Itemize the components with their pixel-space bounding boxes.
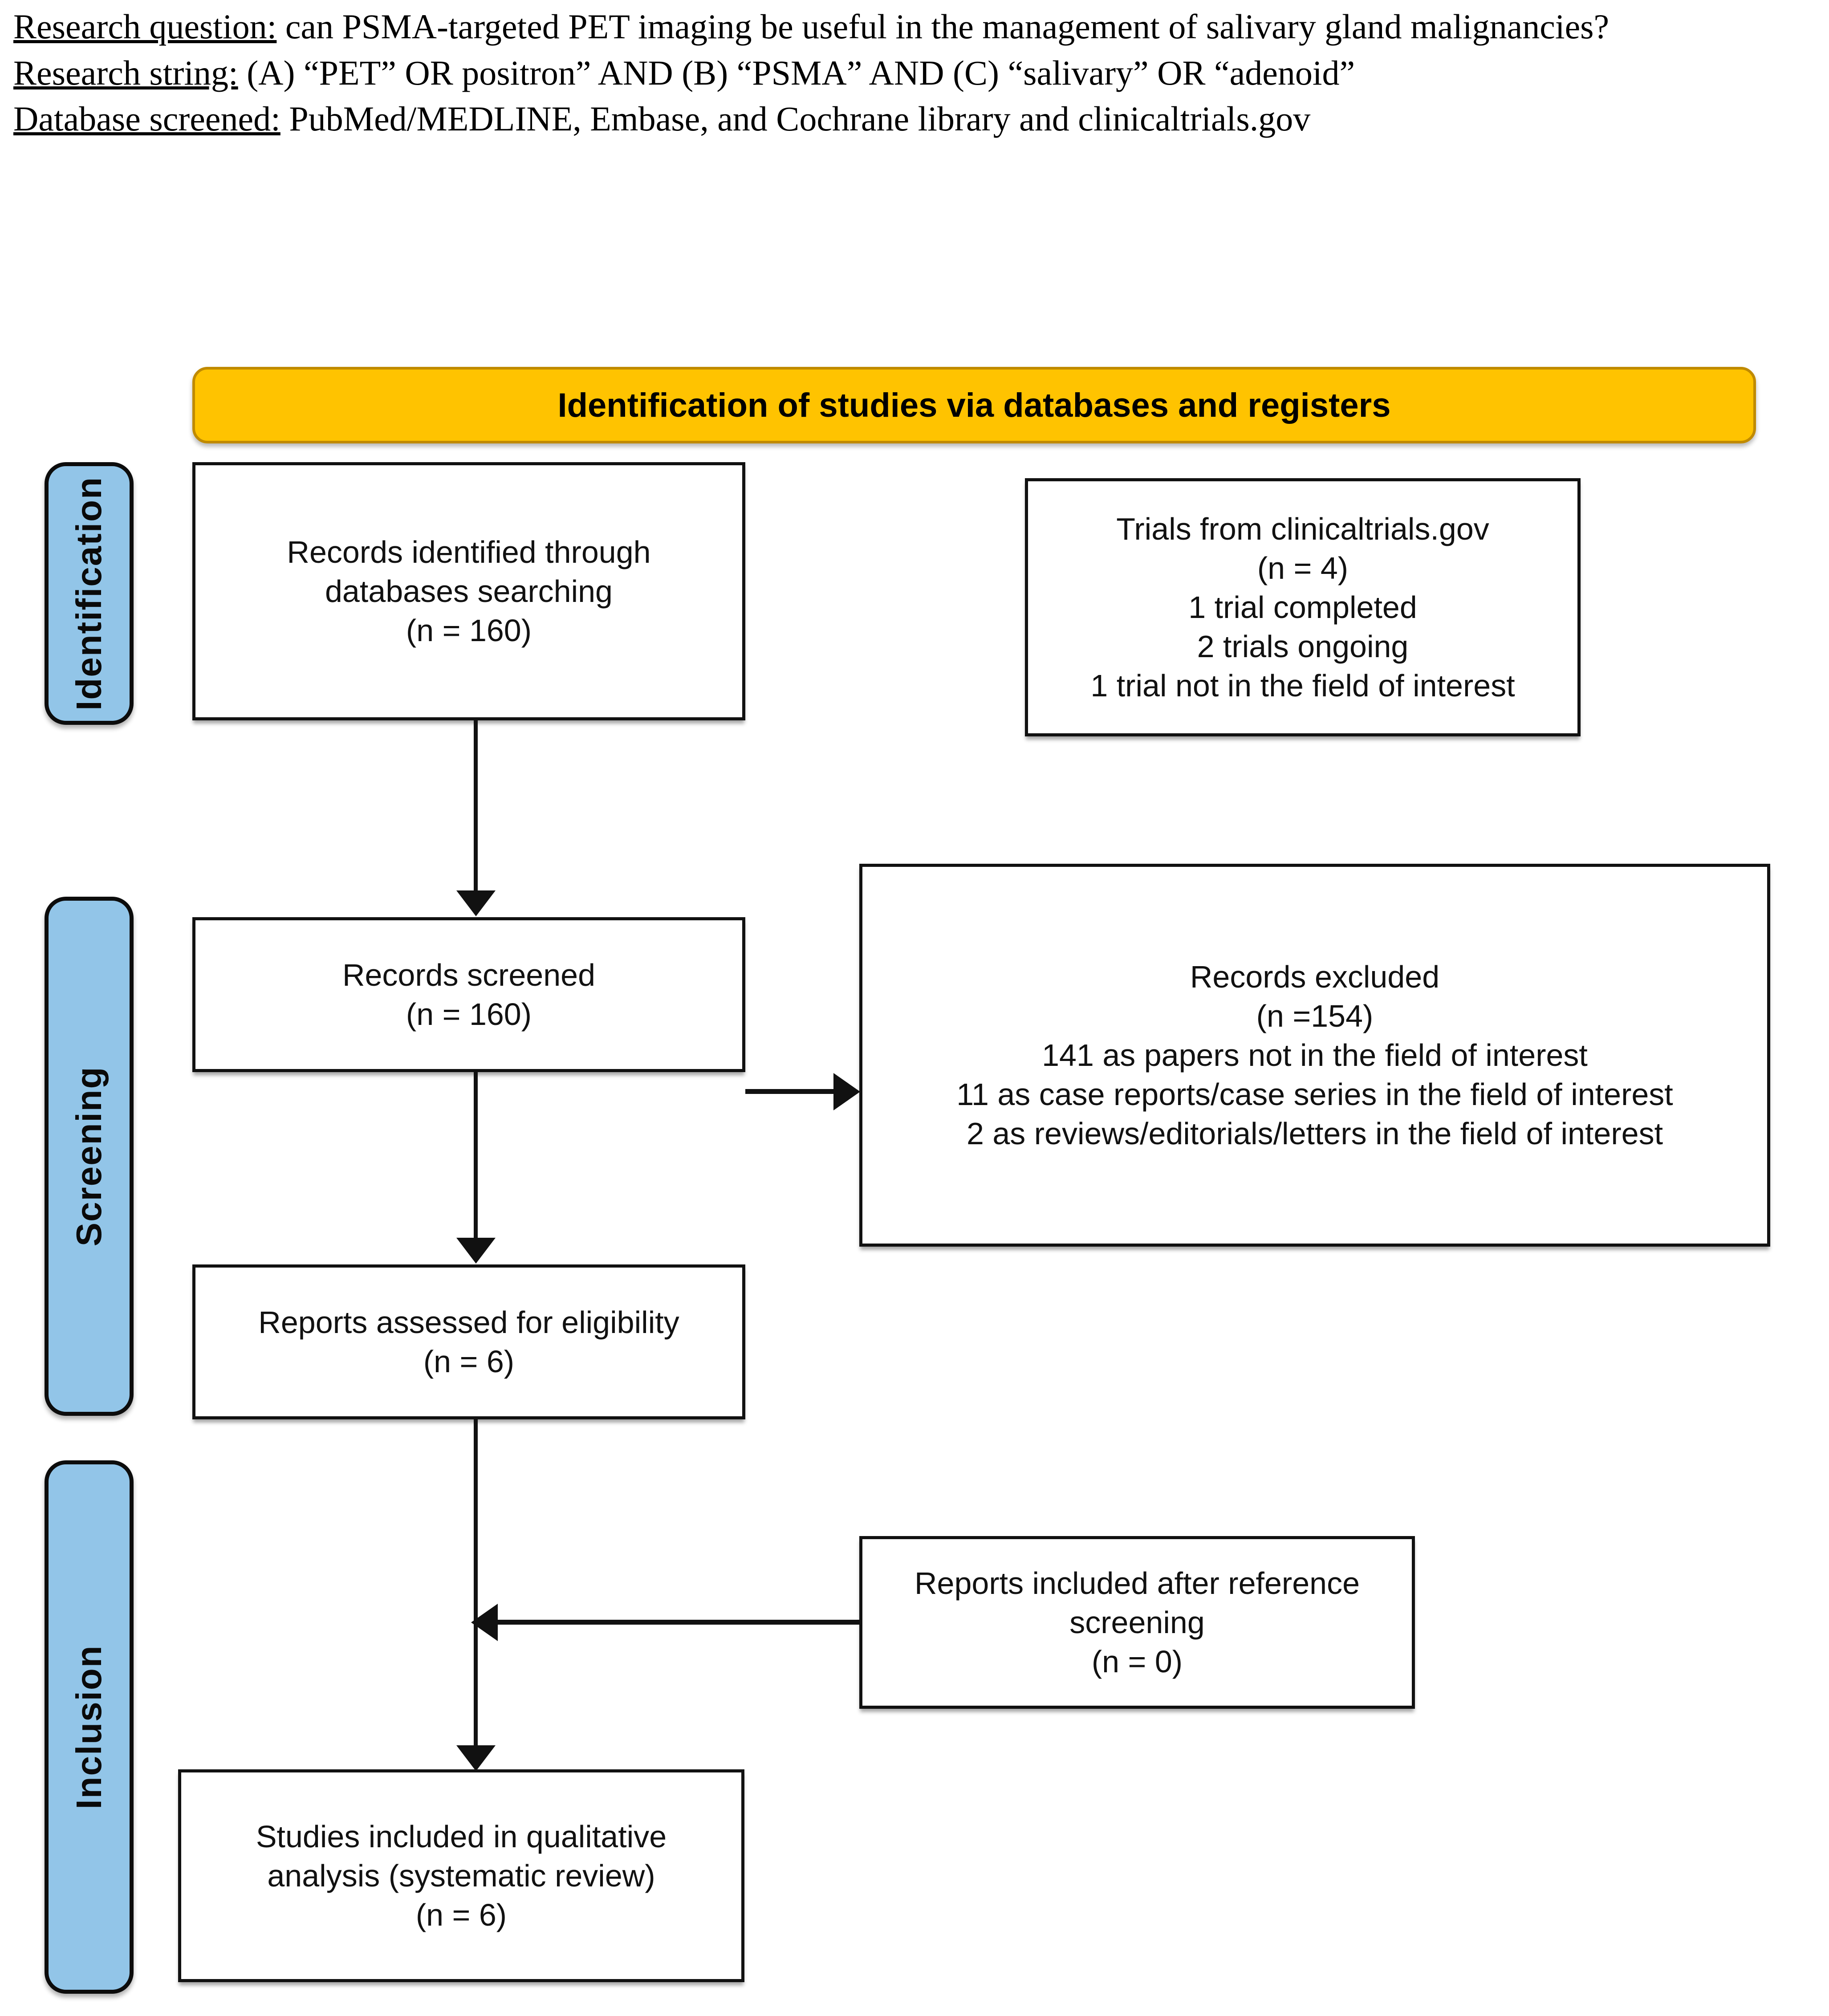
node-reports-assessed: Reports assessed for eligibility (n = 6) <box>192 1264 745 1419</box>
arrow-screened-to-assessed <box>456 1238 496 1264</box>
research-string-line: Research string: (A) “PET” OR positron” … <box>13 50 1812 96</box>
arrow-identified-to-screened <box>456 890 496 916</box>
research-string-value: (A) “PET” OR positron” AND (B) “PSMA” AN… <box>238 53 1355 92</box>
database-screened-label: Database screened: <box>13 99 280 138</box>
node-records-excluded: Records excluded (n =154) 141 as papers … <box>859 864 1770 1247</box>
node-studies-included-text: Studies included in qualitative analysis… <box>256 1819 667 1933</box>
stage-inclusion-label: Inclusion <box>69 1645 109 1809</box>
node-records-identified-text: Records identified through databases sea… <box>287 534 651 648</box>
research-question-label: Research question: <box>13 7 277 46</box>
connector-screened-to-assessed <box>474 1072 478 1241</box>
stage-identification-label: Identification <box>69 476 109 711</box>
connector-assessed-to-included <box>474 1419 478 1749</box>
arrow-assessed-to-included <box>456 1745 496 1771</box>
node-reports-reference-screening-text: Reports included after reference screeni… <box>914 1565 1360 1679</box>
prisma-flow-diagram: Identification of studies via databases … <box>0 338 1829 2016</box>
node-studies-included: Studies included in qualitative analysis… <box>178 1769 744 1982</box>
stage-screening: Screening <box>45 897 134 1416</box>
research-question-value: can PSMA-targeted PET imaging be useful … <box>276 7 1610 46</box>
study-header-text: Research question: can PSMA-targeted PET… <box>13 4 1812 142</box>
connector-identified-to-screened <box>474 720 478 894</box>
stage-screening-label: Screening <box>69 1066 109 1247</box>
connector-screened-to-excluded <box>745 1089 834 1094</box>
node-records-excluded-text: Records excluded (n =154) 141 as papers … <box>956 959 1673 1151</box>
arrow-screened-to-excluded <box>833 1073 860 1110</box>
node-reports-assessed-text: Reports assessed for eligibility (n = 6) <box>258 1305 679 1379</box>
database-screened-value: PubMed/MEDLINE, Embase, and Cochrane lib… <box>280 99 1311 138</box>
stage-identification: Identification <box>45 462 134 725</box>
research-question-line: Research question: can PSMA-targeted PET… <box>13 4 1812 50</box>
node-records-screened-text: Records screened (n = 160) <box>342 957 596 1032</box>
node-trials-registers-text: Trials from clinicaltrials.gov (n = 4) 1… <box>1090 511 1515 703</box>
identification-banner: Identification of studies via databases … <box>192 367 1756 443</box>
identification-banner-title: Identification of studies via databases … <box>557 386 1391 424</box>
stage-inclusion: Inclusion <box>45 1460 134 1994</box>
research-string-label: Research string: <box>13 53 238 92</box>
node-reports-reference-screening: Reports included after reference screeni… <box>859 1536 1415 1709</box>
node-records-screened: Records screened (n = 160) <box>192 917 745 1072</box>
connector-reference-to-spine <box>474 1620 862 1625</box>
node-trials-registers: Trials from clinicaltrials.gov (n = 4) 1… <box>1025 478 1581 736</box>
database-screened-line: Database screened: PubMed/MEDLINE, Embas… <box>13 96 1812 142</box>
node-records-identified: Records identified through databases sea… <box>192 462 745 720</box>
